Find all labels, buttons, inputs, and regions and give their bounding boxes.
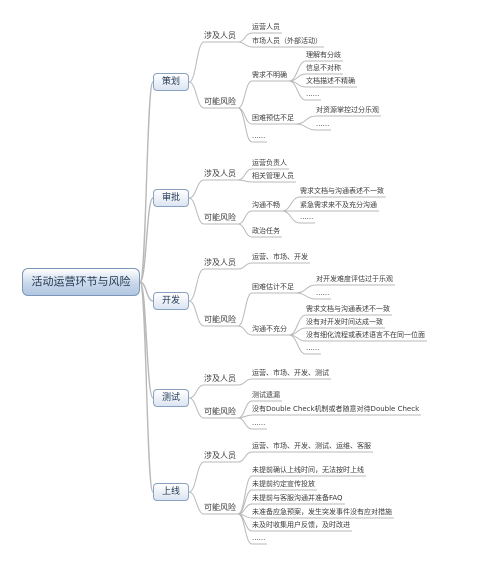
risk-item-connector	[237, 414, 253, 419]
risk-item: 政治任务	[252, 227, 280, 235]
involved-item-connector	[237, 262, 253, 270]
phase-to-involved-connector	[188, 41, 205, 83]
risk-item: 沟通不充分	[252, 325, 287, 333]
risk-detail: 没有对开发时间达成一致	[306, 318, 383, 326]
risk-item: ......	[252, 419, 266, 427]
phase-approval: 审批	[153, 189, 189, 207]
involved-item: 市场人员（外部活动）	[252, 37, 322, 45]
risk-item: 需求不明确	[252, 71, 287, 79]
involved-item-connector	[237, 41, 253, 48]
root-node: 活动运营环节与风险	[22, 268, 140, 296]
risk-detail: ......	[306, 90, 320, 98]
risk-item: ......	[252, 534, 266, 542]
risk-detail-connector	[295, 123, 317, 131]
risk-detail-connector	[288, 80, 307, 101]
phase-development: 开发	[153, 292, 189, 310]
risk-detail: 对开发难度评估过于乐观	[316, 275, 393, 283]
phase-to-risk-connector	[188, 491, 205, 515]
root-to-phase-connector	[139, 81, 154, 283]
risk-detail: 紧急需求来不及充分沟通	[300, 201, 377, 209]
phase-to-risk-connector	[188, 397, 205, 419]
risk-label-testing: 可能风险	[204, 407, 236, 416]
risk-item-connector	[237, 223, 253, 238]
risk-item: 未提前与客服沟通并准备FAQ	[252, 494, 343, 502]
involved-label-planning: 涉及人员	[204, 31, 236, 40]
risk-item: 未提前确认上线时间，无法按时上线	[252, 466, 364, 474]
risk-item: 没有Double Check机制或者随意对待Double Check	[252, 405, 420, 413]
involved-label-testing: 涉及人员	[204, 374, 236, 383]
risk-item: 困难估计不足	[252, 283, 294, 291]
risk-item-connector	[237, 80, 253, 109]
risk-detail: 需求文档与沟通表述不一致	[300, 187, 384, 195]
risk-detail-connector	[295, 284, 317, 294]
phase-launch: 上线	[153, 483, 189, 501]
involved-item: 运营负责人	[252, 159, 287, 167]
risk-detail-connector	[288, 334, 307, 355]
involved-item: 运营人员	[252, 23, 280, 31]
root-to-phase-connector	[139, 281, 154, 493]
risk-detail-connector	[295, 292, 317, 300]
risk-detail: 理解有分歧	[306, 51, 341, 59]
involved-item: 运营、市场、开发、测试、运维、客服	[252, 442, 371, 450]
phase-to-risk-connector	[188, 81, 205, 109]
risk-item: ......	[252, 132, 266, 140]
risk-item: 未准备应急预案，发生突发事件没有应对措施	[252, 508, 392, 516]
risk-item-connector	[237, 325, 253, 336]
risk-item-connector	[237, 107, 253, 143]
risk-detail: ......	[316, 120, 330, 128]
phase-testing: 测试	[153, 389, 189, 407]
phase-to-risk-connector	[188, 300, 205, 327]
risk-detail: 文档描述不精确	[306, 77, 355, 85]
risk-detail: 没有细化流程或表述语言不在同一位面	[306, 331, 425, 339]
risk-label-launch: 可能风险	[204, 503, 236, 512]
risk-detail: ......	[316, 289, 330, 297]
involved-label-development: 涉及人员	[204, 258, 236, 267]
involved-item-connector	[237, 32, 253, 43]
involved-item: 相关管理人员	[252, 172, 294, 180]
risk-detail-connector	[281, 210, 301, 224]
phase-to-involved-connector	[188, 268, 205, 302]
phase-to-involved-connector	[188, 384, 205, 399]
risk-detail: 需求文档与沟通表述不一致	[306, 305, 390, 313]
risk-item-connector	[237, 417, 253, 430]
risk-item-connector	[237, 107, 253, 125]
phase-to-risk-connector	[188, 197, 205, 225]
risk-detail: ......	[300, 213, 314, 221]
risk-item-connector	[237, 210, 253, 225]
risk-item-connector	[237, 292, 253, 327]
root-to-phase-connector	[139, 197, 154, 283]
involved-label-approval: 涉及人员	[204, 169, 236, 178]
phase-to-involved-connector	[188, 179, 205, 199]
involved-item-connector	[237, 179, 253, 183]
risk-item: 测试遗漏	[252, 391, 280, 399]
involved-label-launch: 涉及人员	[204, 451, 236, 460]
risk-item: 困难预估不足	[252, 114, 294, 122]
involved-item-connector	[237, 168, 253, 181]
risk-item: 未及时收集用户反馈，及时改进	[252, 521, 350, 529]
risk-detail: ......	[306, 344, 320, 352]
involved-item-connector	[237, 451, 253, 463]
risk-detail: 信息不对称	[306, 64, 341, 72]
risk-detail: 对资源掌控过分乐观	[316, 106, 379, 114]
risk-item: 未提前约定宣传投放	[252, 480, 315, 488]
involved-item: 运营、市场、开发	[252, 253, 308, 261]
risk-item-connector	[237, 513, 253, 545]
risk-item: 沟通不畅	[252, 201, 280, 209]
risk-detail-connector	[295, 115, 317, 125]
risk-label-development: 可能风险	[204, 315, 236, 324]
risk-label-planning: 可能风险	[204, 97, 236, 106]
risk-detail-connector	[281, 196, 301, 212]
risk-label-approval: 可能风险	[204, 213, 236, 222]
phase-planning: 策划	[153, 73, 189, 91]
involved-item: 运营、市场、开发、测试	[252, 369, 329, 377]
phase-to-involved-connector	[188, 461, 205, 493]
root-to-phase-connector	[139, 281, 154, 302]
involved-item-connector	[237, 378, 253, 386]
